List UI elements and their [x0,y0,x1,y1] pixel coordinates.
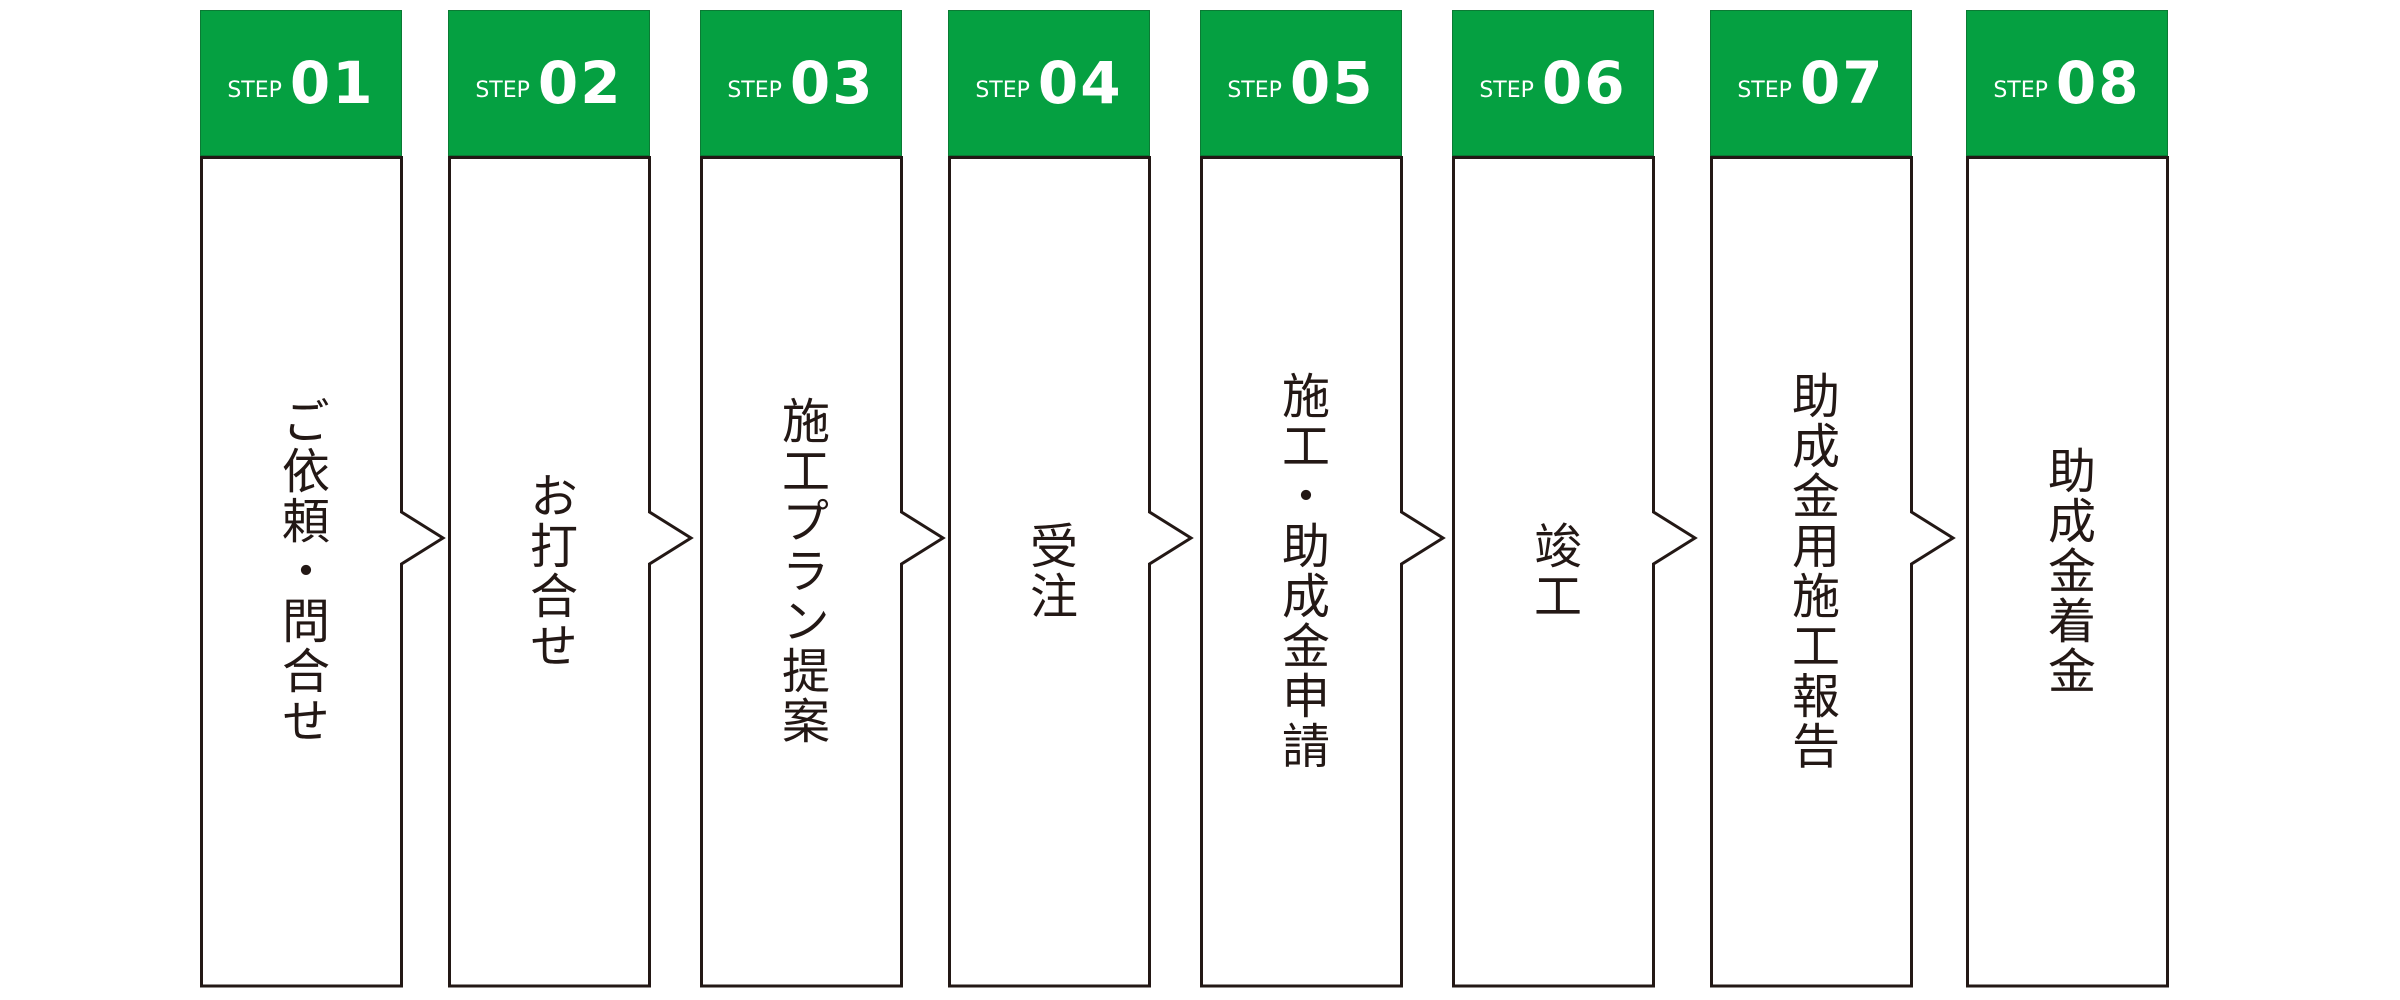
step-box-with-arrow [448,156,694,988]
step-word: STEP [727,77,782,103]
step-word: STEP [1479,77,1534,103]
step-01: STEP 01 ご依頼・問合せ [200,10,446,990]
step-box-with-arrow [1200,156,1446,988]
step-label-area: 竣工 [1452,156,1654,986]
step-label: 受注 [1021,521,1077,621]
step-number: 07 [1799,49,1885,117]
step-number: 04 [1037,49,1123,117]
step-07: STEP 07 助成金用施工報告 [1710,10,1956,990]
step-02: STEP 02 お打合せ [448,10,694,990]
step-box-with-arrow [700,156,946,988]
step-03: STEP 03 施工プラン提案 [700,10,946,990]
step-05: STEP 05 施工・助成金申請 [1200,10,1446,990]
step-label-area: 助成金着金 [1966,156,2168,986]
step-box-with-arrow [948,156,1194,988]
step-header: STEP 06 [1452,10,1654,156]
step-04: STEP 04 受注 [948,10,1194,990]
step-box-with-arrow [200,156,446,988]
step-header: STEP 02 [448,10,650,156]
step-header: STEP 08 [1966,10,2168,156]
step-label-area: お打合せ [448,156,650,986]
step-label: お打合せ [521,471,577,671]
step-header: STEP 05 [1200,10,1402,156]
step-06: STEP 06 竣工 [1452,10,1698,990]
step-header: STEP 04 [948,10,1150,156]
step-label: 竣工 [1525,521,1581,621]
step-label-area: 施工・助成金申請 [1200,156,1402,986]
step-08: STEP 08 助成金着金 [1966,10,2170,990]
step-label: 施工・助成金申請 [1273,371,1329,771]
step-word: STEP [1737,77,1792,103]
step-header: STEP 03 [700,10,902,156]
step-box-with-arrow [1452,156,1698,988]
step-number: 02 [537,49,623,117]
step-label-area: 受注 [948,156,1150,986]
step-box [1966,156,2169,988]
step-word: STEP [475,77,530,103]
step-number: 06 [1541,49,1627,117]
step-label: 助成金用施工報告 [1783,371,1839,771]
step-word: STEP [227,77,282,103]
step-header: STEP 07 [1710,10,1912,156]
step-label: 施工プラン提案 [773,396,829,746]
step-label-area: ご依頼・問合せ [200,156,402,986]
step-number: 01 [289,49,375,117]
step-label-area: 助成金用施工報告 [1710,156,1912,986]
step-header: STEP 01 [200,10,402,156]
step-word: STEP [1227,77,1282,103]
step-label-area: 施工プラン提案 [700,156,902,986]
step-label: ご依頼・問合せ [273,396,329,746]
step-number: 05 [1289,49,1375,117]
step-box-with-arrow [1710,156,1956,988]
step-number: 08 [2055,49,2141,117]
step-number: 03 [789,49,875,117]
step-word: STEP [975,77,1030,103]
step-word: STEP [1993,77,2048,103]
step-label: 助成金着金 [2039,446,2095,696]
